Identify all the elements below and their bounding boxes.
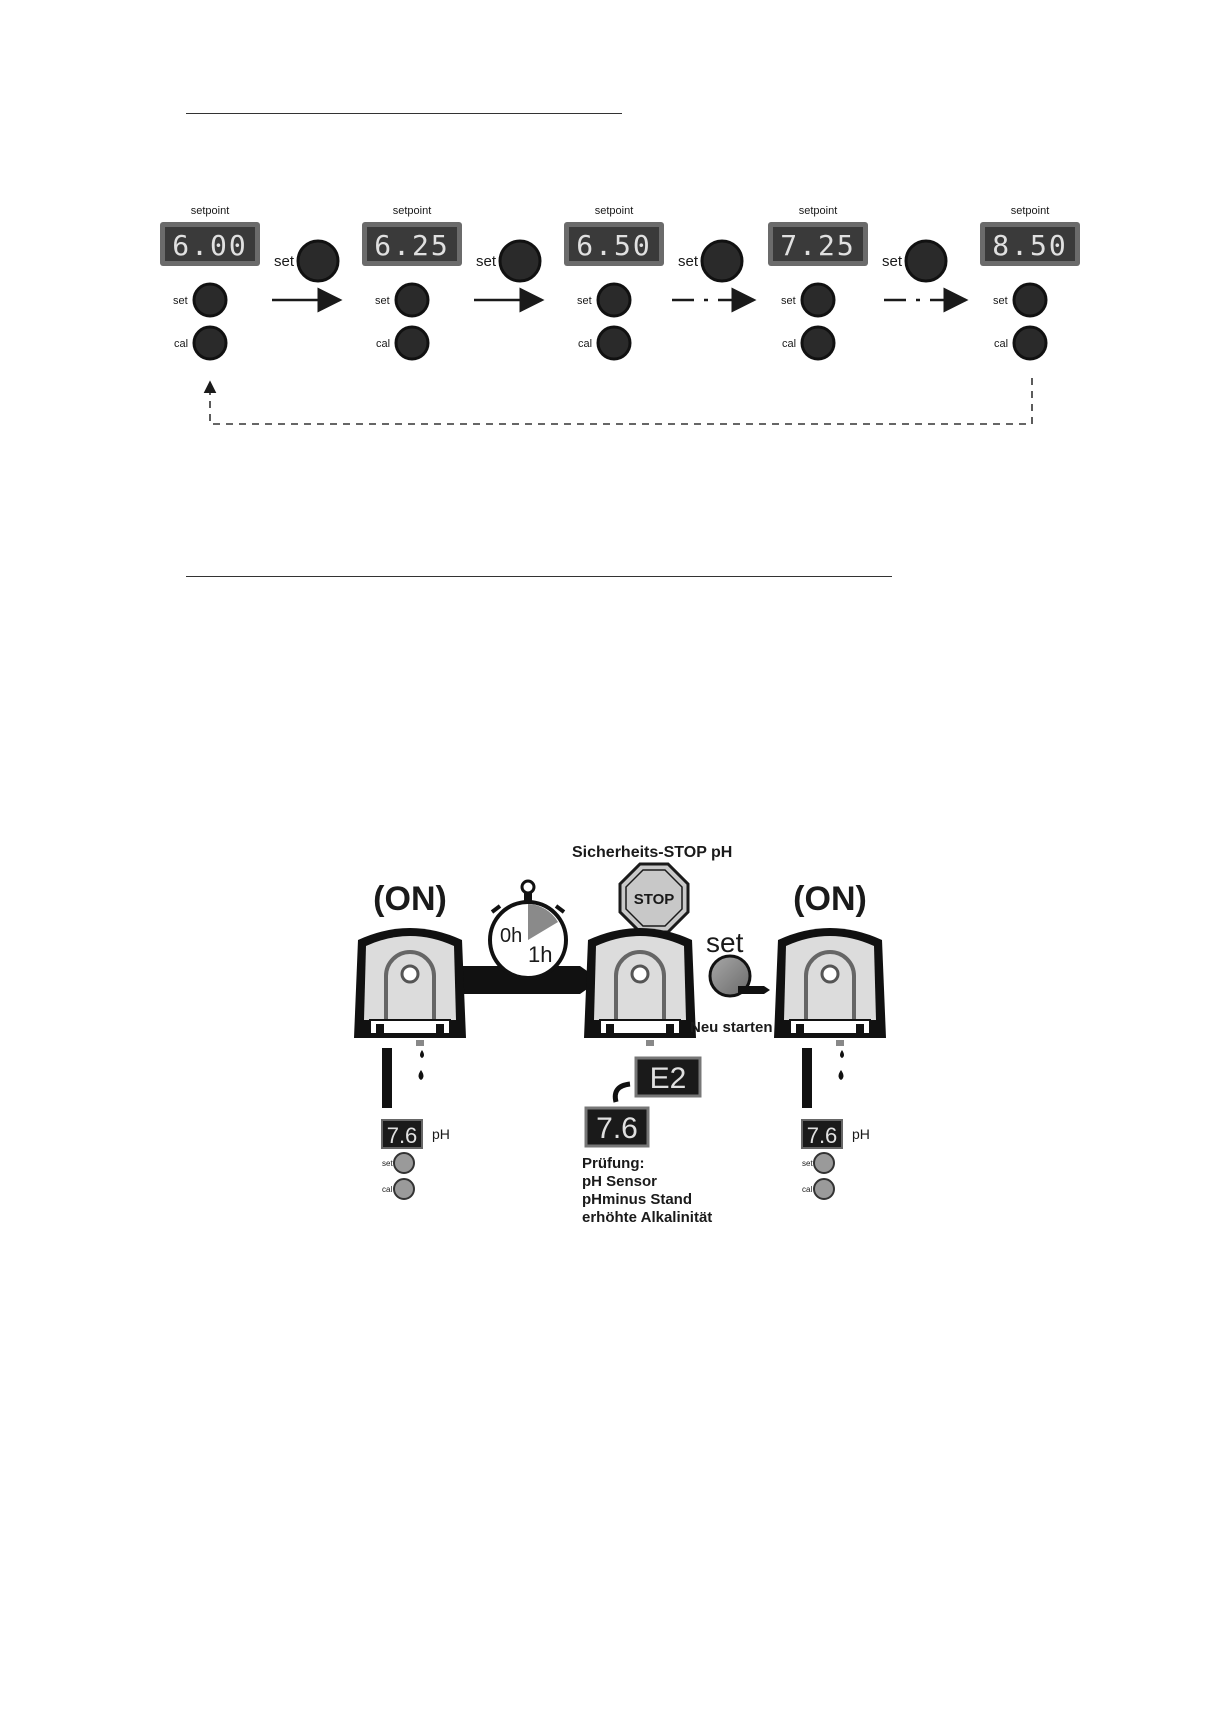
stopwatch-icon: 0h 1h bbox=[490, 881, 566, 978]
error-code-text: E2 bbox=[650, 1062, 687, 1095]
pump-right bbox=[774, 928, 886, 1046]
cal-label-left: cal bbox=[382, 1185, 392, 1194]
set-label-right: set bbox=[802, 1159, 813, 1168]
cal-button-right[interactable] bbox=[814, 1179, 834, 1199]
ph-value-center: 7.6 bbox=[596, 1112, 638, 1145]
check-line-2: pH Sensor bbox=[582, 1173, 657, 1190]
error-code-display: E2 bbox=[636, 1058, 700, 1096]
timer-start-label: 0h bbox=[500, 925, 522, 947]
check-line-4: erhöhte Alkalinität bbox=[582, 1209, 712, 1226]
stop-sign-text: STOP bbox=[634, 891, 675, 908]
timer-end-label: 1h bbox=[528, 942, 552, 967]
ph-unit-left: pH bbox=[432, 1126, 450, 1142]
stop-sign-icon: STOP bbox=[620, 864, 688, 932]
restart-set-label: set bbox=[706, 927, 744, 958]
error-bracket bbox=[615, 1084, 630, 1102]
check-line-1: Prüfung: bbox=[582, 1155, 644, 1172]
set-label-left: set bbox=[382, 1159, 393, 1168]
pump-left bbox=[354, 928, 466, 1046]
on-label-right: (ON) bbox=[793, 880, 867, 918]
ph-value-left: 7.6 bbox=[387, 1123, 418, 1148]
set-button-right[interactable] bbox=[814, 1153, 834, 1173]
cal-label-right: cal bbox=[802, 1185, 812, 1194]
controller-right: 7.6 pH set cal bbox=[802, 1048, 870, 1199]
ph-unit-right: pH bbox=[852, 1126, 870, 1142]
ph-display-center: 7.6 bbox=[586, 1108, 648, 1146]
ph-value-right: 7.6 bbox=[807, 1123, 838, 1148]
restart-text: Neu starten bbox=[690, 1019, 773, 1036]
controller-left: 7.6 pH set cal bbox=[382, 1048, 450, 1199]
restart-arrow bbox=[738, 986, 770, 994]
set-button-left[interactable] bbox=[394, 1153, 414, 1173]
cal-button-left[interactable] bbox=[394, 1179, 414, 1199]
pump-center bbox=[584, 928, 696, 1046]
safety-stop-title: Sicherheits-STOP pH bbox=[572, 844, 732, 861]
on-label-left: (ON) bbox=[373, 880, 447, 918]
check-line-3: pHminus Stand bbox=[582, 1191, 692, 1208]
